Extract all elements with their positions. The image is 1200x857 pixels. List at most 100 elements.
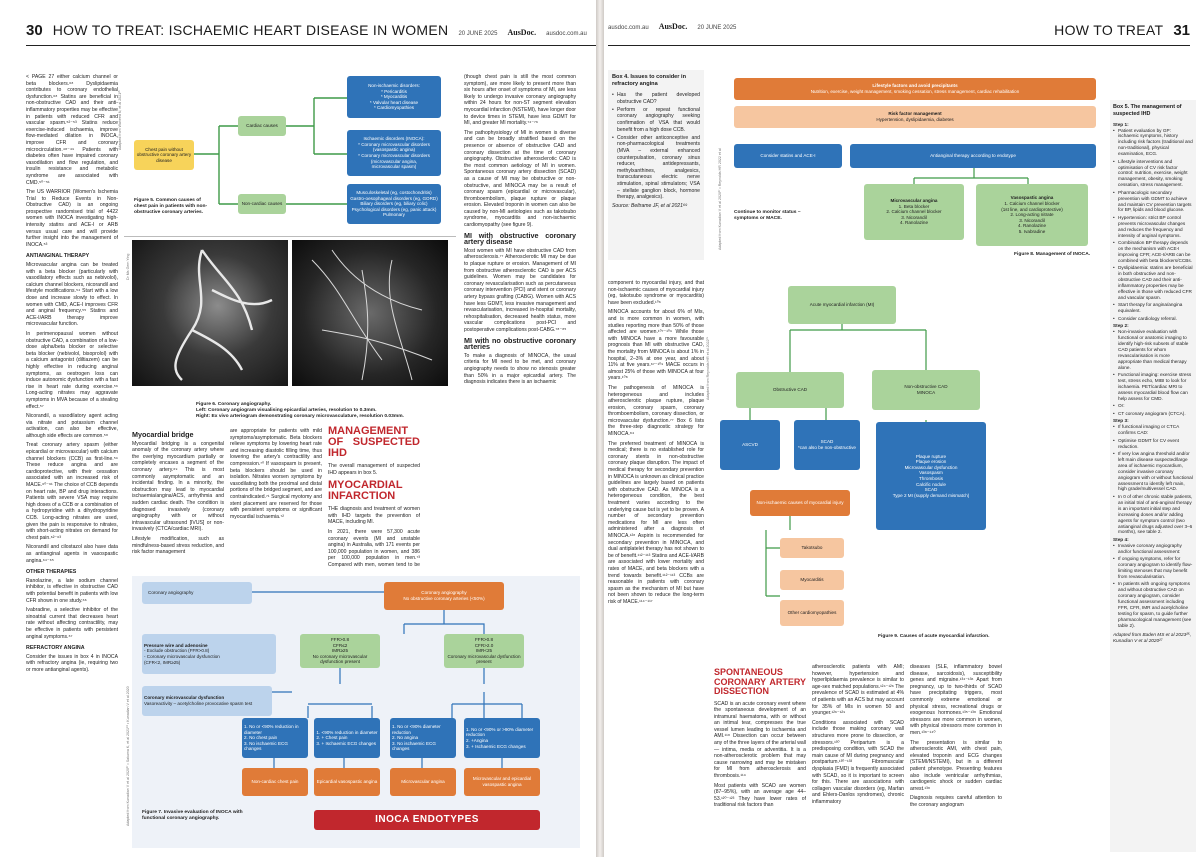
list-item: If very low angina threshold and/or left… bbox=[1113, 451, 1193, 492]
paragraph: THE diagnosis and treatment of women wit… bbox=[328, 506, 420, 526]
fig8-lifestyle-text: Nutrition, exercise, weight management, … bbox=[810, 89, 1020, 94]
step-label: Step 4: bbox=[1113, 536, 1129, 542]
figure-7-credit: Adapted from Kunadian V et al 2020²⁷ • S… bbox=[126, 686, 130, 826]
section-heading: MI with obstructive coronary artery dise… bbox=[464, 230, 576, 247]
page-number: 30 bbox=[26, 22, 43, 39]
fig7-cmd: Coronary microvascular dysfunction Vasor… bbox=[142, 686, 272, 716]
fig9-item: Plaque rupture bbox=[915, 453, 947, 459]
fig5-item: Pulmonary bbox=[383, 212, 405, 218]
fig7-banner: INOCA ENDOTYPES bbox=[314, 810, 540, 830]
paragraph: In 2021, there were 57,300 acute coronar… bbox=[328, 528, 420, 568]
fig8-item: 2. Long-acting nitrate bbox=[1010, 212, 1054, 218]
fig5-item: (microvascular angina, bbox=[370, 158, 418, 164]
brand-logo: AusDoc. bbox=[507, 28, 537, 37]
fig5-item: * Coronary microvascular disorders bbox=[358, 141, 430, 147]
paragraph: Myocardial bridging is a congenital anom… bbox=[132, 440, 224, 533]
fig9-other: Other cardiomyopathies bbox=[780, 600, 844, 626]
fig5-cardiac: Cardiac causes bbox=[238, 116, 286, 136]
fig9-minoca-causes: Plaque rupture Plaque erosion Microvascu… bbox=[876, 422, 986, 530]
fig7-outcome-both: Microvascular and epicardial vasospastic… bbox=[464, 768, 540, 796]
fig5-item: Musculoskeletal (eg, costochondritis) bbox=[356, 190, 432, 196]
fig7-item: (CFR<2, IMR≥25) bbox=[144, 659, 181, 665]
arteriogram-vessels bbox=[311, 249, 433, 381]
fig9-myocarditis: Myocarditis bbox=[780, 570, 844, 590]
fig7-ffr-cmd: FFR>0.8 CFR>2.0 IMR<25 Coronary microvas… bbox=[444, 634, 524, 668]
paragraph: atherosclerotic patients with AMI; howev… bbox=[812, 664, 904, 717]
box-4: Box 4. Issues to consider in refractory … bbox=[608, 70, 704, 260]
fig8-item: 1. Calcium channel blocker bbox=[1004, 201, 1060, 207]
scad-column-3: diseases (SLE, inflammatory bowel diseas… bbox=[910, 664, 1002, 850]
paragraph: Nicorandil, a vasodilatory agent acting … bbox=[26, 413, 118, 439]
fig5-item: (vasospastic angina) bbox=[372, 147, 416, 153]
fig9-obstructive: Obstructive CAD bbox=[736, 372, 844, 408]
step-label: Step 1: bbox=[1113, 121, 1129, 127]
fig5-inoca-title: Ischaemic disorders (INOCA): bbox=[363, 136, 425, 142]
article-column-5: (though chest pain is still the most com… bbox=[464, 74, 576, 566]
fig5-item: * Myocarditis bbox=[380, 94, 408, 100]
divider bbox=[124, 236, 456, 237]
list-item: Invasive coronary angiography and/or fun… bbox=[1113, 543, 1193, 555]
step-label: Step 3: bbox=[1113, 418, 1129, 424]
paragraph: Nicorandil and cilostazol also have data… bbox=[26, 544, 118, 564]
list-item: Non-invasive evaluation with functional … bbox=[1113, 329, 1193, 370]
brand-logo: AusDoc. bbox=[658, 22, 688, 31]
fig7-item: - Exclude obstruction (FFR>0.8) bbox=[144, 648, 210, 654]
fig6-left-label: Left: bbox=[196, 408, 207, 413]
fig6-right-text: Ex vivo arteriogram demonstrating corona… bbox=[211, 414, 404, 419]
fig9-item: Type 2 MI (supply demand mismatch) bbox=[892, 492, 970, 498]
figure-9-credit: Adapted from Reynolds HR et al 2022²⁴ bbox=[706, 336, 710, 400]
fig8-item: 4. Ranolazine bbox=[1017, 223, 1047, 229]
fig7-angiography: Coronary angiography bbox=[142, 582, 252, 604]
figure-8-credit: Adapted from Kunadian V et al 2020²⁷ • R… bbox=[718, 148, 722, 250]
list-item: Perform or repeat functional coronary an… bbox=[612, 107, 700, 133]
scad-heading: SPONTANEOUS CORONARY ARTERY DISSECTION bbox=[714, 667, 806, 696]
fig7-outcome-microvascular: Microvascular angina bbox=[390, 768, 456, 796]
fig7-result-4: 1. No or <90% or >90% diameter reduction… bbox=[464, 718, 540, 758]
list-item: Has the patient developed obstructive CA… bbox=[612, 92, 700, 105]
list-item: Patient evaluation by GP: ischaemic symp… bbox=[1113, 128, 1193, 158]
fig8-statins: Consider statins and ACE-I bbox=[734, 144, 842, 168]
section-heading: ANTIANGINAL THERAPY bbox=[26, 253, 90, 260]
article-column-r1: component to myocardial injury, and that… bbox=[608, 280, 704, 660]
fig7-result-2: 1. <90% reduction in diameter 2. + Chest… bbox=[314, 718, 380, 758]
fig7-pressure-title: Pressure wire and adenosine bbox=[144, 642, 208, 648]
paragraph: component to myocardial injury, and that… bbox=[608, 280, 704, 306]
fig9-item: Vasospasm bbox=[919, 470, 943, 476]
fig5-item: Psychological disorders (eg, panic attac… bbox=[351, 206, 437, 212]
paragraph: The pathogenesis of MINOCA is heterogene… bbox=[608, 384, 704, 438]
fig8-vaso-title: Vasospastic angina bbox=[1010, 195, 1054, 201]
fig7-item: - Coronary microvascular dysfunction bbox=[144, 654, 220, 659]
fig6-left-text: Coronary angiogram visualising epicardia… bbox=[207, 408, 377, 413]
list-item: Lifestyle interventions and optimisation… bbox=[1113, 159, 1193, 189]
list-item: Consider cardiology referral. bbox=[1113, 316, 1193, 322]
fig8-monitor: Continue to monitor status – symptoms or… bbox=[734, 210, 801, 221]
fig7-result-1: 1. No or <90% reduction in diameter 2. N… bbox=[242, 718, 308, 758]
fig9-ascvd: ASCVD bbox=[720, 420, 780, 470]
fig9-item: Microvascular dysfunction bbox=[904, 464, 958, 470]
figure-9-caption: Figure 9. Causes of acute myocardial inf… bbox=[878, 634, 990, 639]
paragraph: The pathophysiology of MI in women is di… bbox=[464, 129, 576, 229]
fig7-angio-result: Coronary angiography No obstructive coro… bbox=[384, 582, 504, 610]
figure-8-caption: Figure 8. Management of INOCA. bbox=[1014, 252, 1091, 257]
left-page: 30 HOW TO TREAT: ISCHAEMIC HEART DISEASE… bbox=[0, 0, 596, 857]
fig5-noncardiac-list: Musculoskeletal (eg, costochondritis) Ga… bbox=[347, 184, 441, 224]
list-item: Start therapy for angina/angina equivale… bbox=[1113, 302, 1193, 314]
paragraph: are appropriate for patients with mild s… bbox=[230, 428, 322, 520]
list-item: Hypertension: strict BP control prevents… bbox=[1113, 215, 1193, 239]
scad-column-2: atherosclerotic patients with AMI; howev… bbox=[812, 664, 904, 850]
paragraph: Most patients with SCAD are women (87–95… bbox=[714, 782, 806, 809]
article-column-4: MANAGEMENT OF SUSPECTED IHD The overall … bbox=[328, 422, 420, 568]
box-4-body: Has the patient developed obstructive CA… bbox=[612, 92, 700, 212]
fig6-title: Figure 6. Coronary angiography. bbox=[196, 402, 272, 407]
fig8-item: (1st line, and cardioprotective) bbox=[1001, 206, 1063, 212]
fig8-risk: Risk factor management Hypertension, dys… bbox=[734, 106, 1096, 128]
figure-5-credit: Adapted from Waheed N, et al 2021²¹ bbox=[118, 90, 122, 150]
paragraph: The presentation is similar to atheroscl… bbox=[910, 739, 1002, 792]
fig5-nonischaemic-title: Non-ischaemic disorders: bbox=[368, 83, 420, 89]
list-item: Dyslipidaemia: statins are beneficial in… bbox=[1113, 265, 1193, 300]
section-heading-red: MANAGEMENT OF SUSPECTED IHD bbox=[328, 425, 420, 459]
section-heading: REFRACTORY ANGINA bbox=[26, 645, 85, 652]
fig8-risk-title: Risk factor management bbox=[888, 111, 942, 117]
fig8-vasospastic: Vasospastic angina 1. Calcium channel bl… bbox=[976, 184, 1088, 246]
paragraph: In perimenopausal women without obstruct… bbox=[26, 330, 118, 410]
